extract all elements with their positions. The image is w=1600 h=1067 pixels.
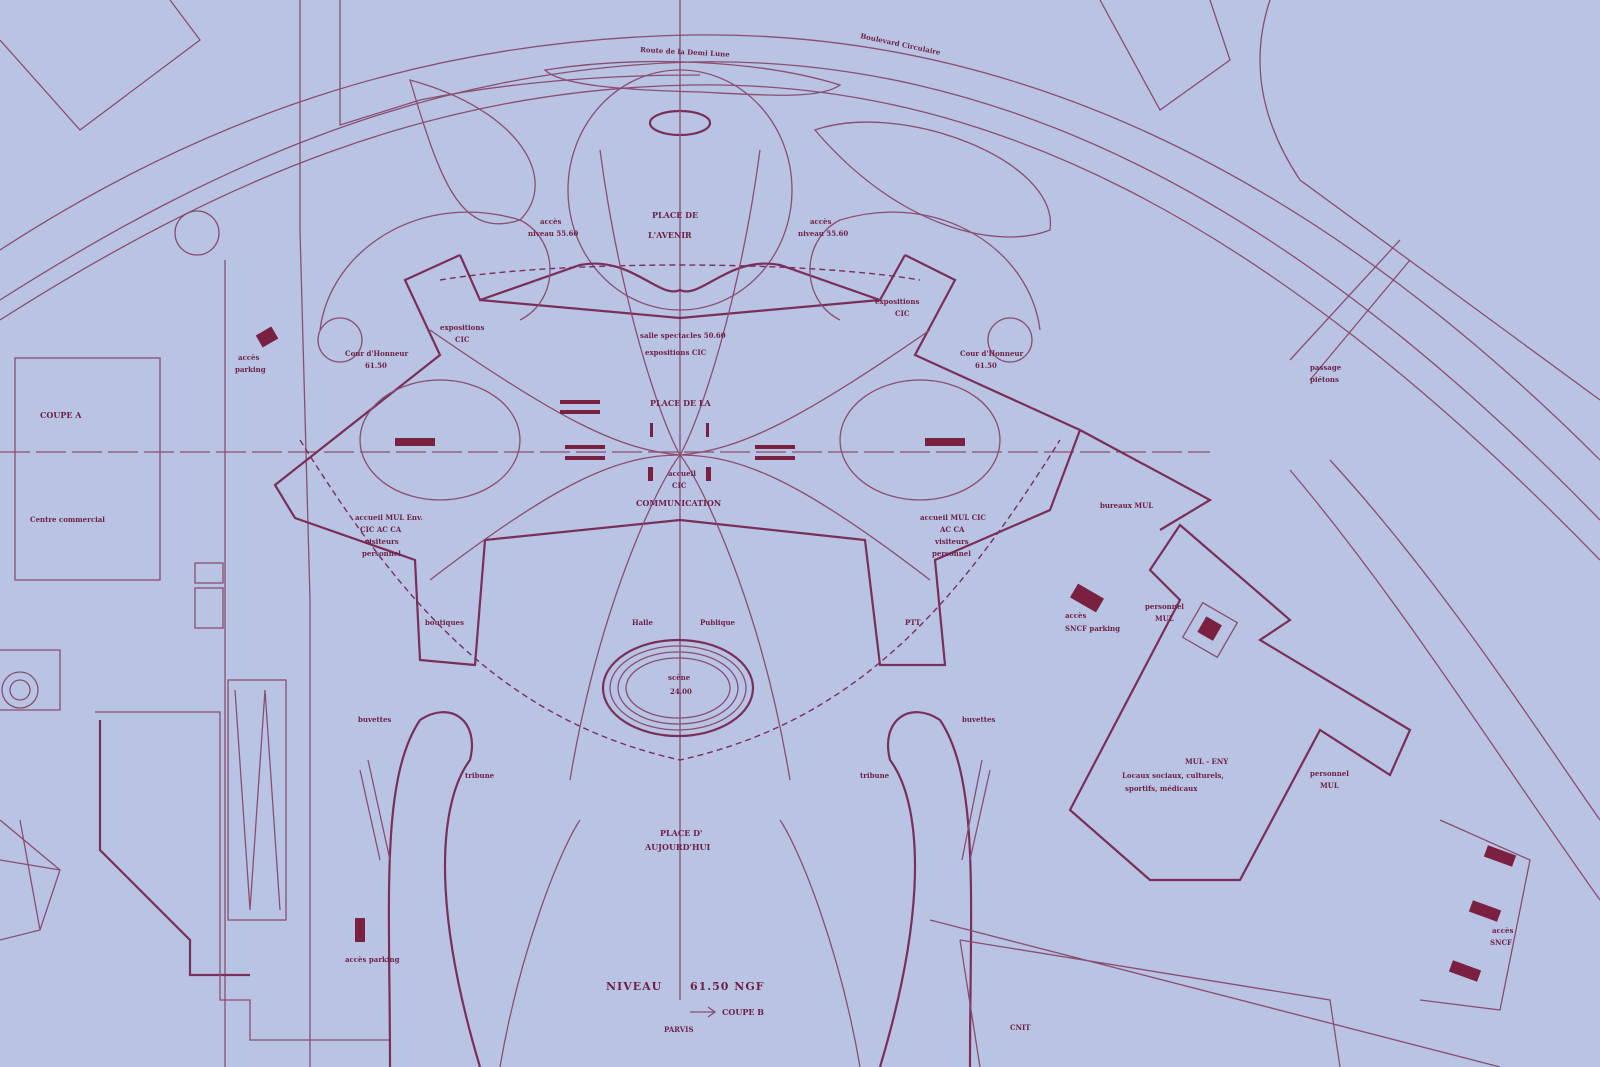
acces-sncf: SNCF: [1490, 938, 1512, 947]
ptt-label: PTT: [905, 618, 921, 627]
accueil-cic: accueil: [668, 469, 696, 478]
accueil-right: AC CA: [939, 525, 965, 534]
accueil-right: visiteurs: [934, 537, 969, 546]
expositions-left: expositions: [440, 323, 484, 332]
salle-spectacles: salle spectacles 50.60: [640, 331, 726, 340]
personnel-mul-bottom: personnel: [1310, 769, 1349, 778]
locaux-label: Locaux sociaux, culturels,: [1122, 771, 1224, 780]
right-buildings: [355, 523, 1531, 1067]
scene-label: scène: [668, 673, 691, 682]
cour-honneur-left: Cour d'Honneur: [345, 349, 408, 358]
place-avenir-label: PLACE DE: [652, 210, 698, 220]
plan-labels: Route de la Demi Lune Boulevard Circulai…: [30, 31, 1514, 1032]
personnel-mul-bottom: MUL: [1320, 781, 1339, 790]
accueil-left: accueil MUL Env.: [355, 513, 423, 522]
acces-niveau-right: accès: [810, 217, 832, 226]
expositions-right: CIC: [895, 309, 910, 318]
expositions-left: CIC: [455, 335, 470, 344]
place-aujourdhui-label: AUJOURD'HUI: [644, 842, 710, 852]
tribune-right: tribune: [860, 771, 890, 780]
passage-label: passage: [1310, 363, 1342, 372]
acces-sncf: accès: [1492, 926, 1514, 935]
cour-honneur-right: 61.50: [975, 361, 997, 370]
accueil-cic: CIC: [672, 481, 687, 490]
left-buildings: [0, 0, 391, 1067]
cour-honneur-left: 61.50: [365, 361, 387, 370]
place-aujourdhui-label: PLACE D': [660, 828, 702, 838]
expositions-center: expositions CIC: [645, 348, 707, 357]
expositions-right: expositions: [875, 297, 919, 306]
buvettes-left: buvettes: [358, 715, 391, 724]
accueil-left: CIC AC CA: [360, 525, 402, 534]
central-complex: [0, 0, 1213, 1067]
acces-niveau-left: accès: [540, 217, 562, 226]
locaux-label: sportifs, médicaux: [1125, 784, 1198, 793]
acces-niveau-left: niveau 55.60: [528, 229, 578, 238]
accueil-left: personnel: [362, 549, 401, 558]
place-communication-label: COMMUNICATION: [636, 498, 721, 508]
cnit-label: CNIT: [1010, 1023, 1031, 1032]
acces-sncf-parking: SNCF parking: [1065, 624, 1120, 633]
title-block: NIVEAU 61.50 NGF COUPE B PARVIS: [606, 980, 765, 1034]
place-communication-label: PLACE DE LA: [650, 398, 712, 408]
accueil-right: personnel: [932, 549, 971, 558]
level-value: 61.50 NGF: [690, 980, 765, 993]
accueil-right: accueil MUL CIC: [920, 513, 986, 522]
acces-parking-top: parking: [235, 365, 266, 374]
personnel-mul-top: MUL: [1155, 614, 1174, 623]
coupe-a-label: COUPE A: [40, 410, 82, 420]
cour-honneur-right: Cour d'Honneur: [960, 349, 1023, 358]
coupe-b-arrow-icon: [690, 1006, 717, 1018]
coupe-b-label: COUPE B: [722, 1007, 764, 1017]
niveau-label: NIVEAU: [606, 980, 662, 993]
road-label-route-demi-lune: Route de la Demi Lune: [640, 45, 731, 59]
halle-publique-label: Halle: [632, 618, 653, 627]
acces-niveau-right: niveau 55.60: [798, 229, 848, 238]
boutiques-label: boutiques: [425, 618, 464, 627]
centre-commercial-label: Centre commercial: [30, 515, 105, 524]
scene-label: 24.00: [670, 687, 692, 696]
acces-sncf-parking: accès: [1065, 611, 1087, 620]
accueil-left: visiteurs: [364, 537, 399, 546]
buvettes-right: buvettes: [962, 715, 995, 724]
personnel-mul-top: personnel: [1145, 602, 1184, 611]
acces-parking-top: accès: [238, 353, 260, 362]
halle-publique-label: Publique: [700, 618, 736, 627]
acces-parking-bottom: accès parking: [345, 955, 400, 964]
mul-eny-label: MUL - ENY: [1185, 757, 1229, 766]
passage-label: piétons: [1310, 375, 1339, 384]
tribune-left: tribune: [465, 771, 495, 780]
bureaux-mul-label: bureaux MUL: [1100, 501, 1153, 510]
parvis-label: PARVIS: [664, 1025, 694, 1034]
place-avenir-label: L'AVENIR: [648, 230, 692, 240]
